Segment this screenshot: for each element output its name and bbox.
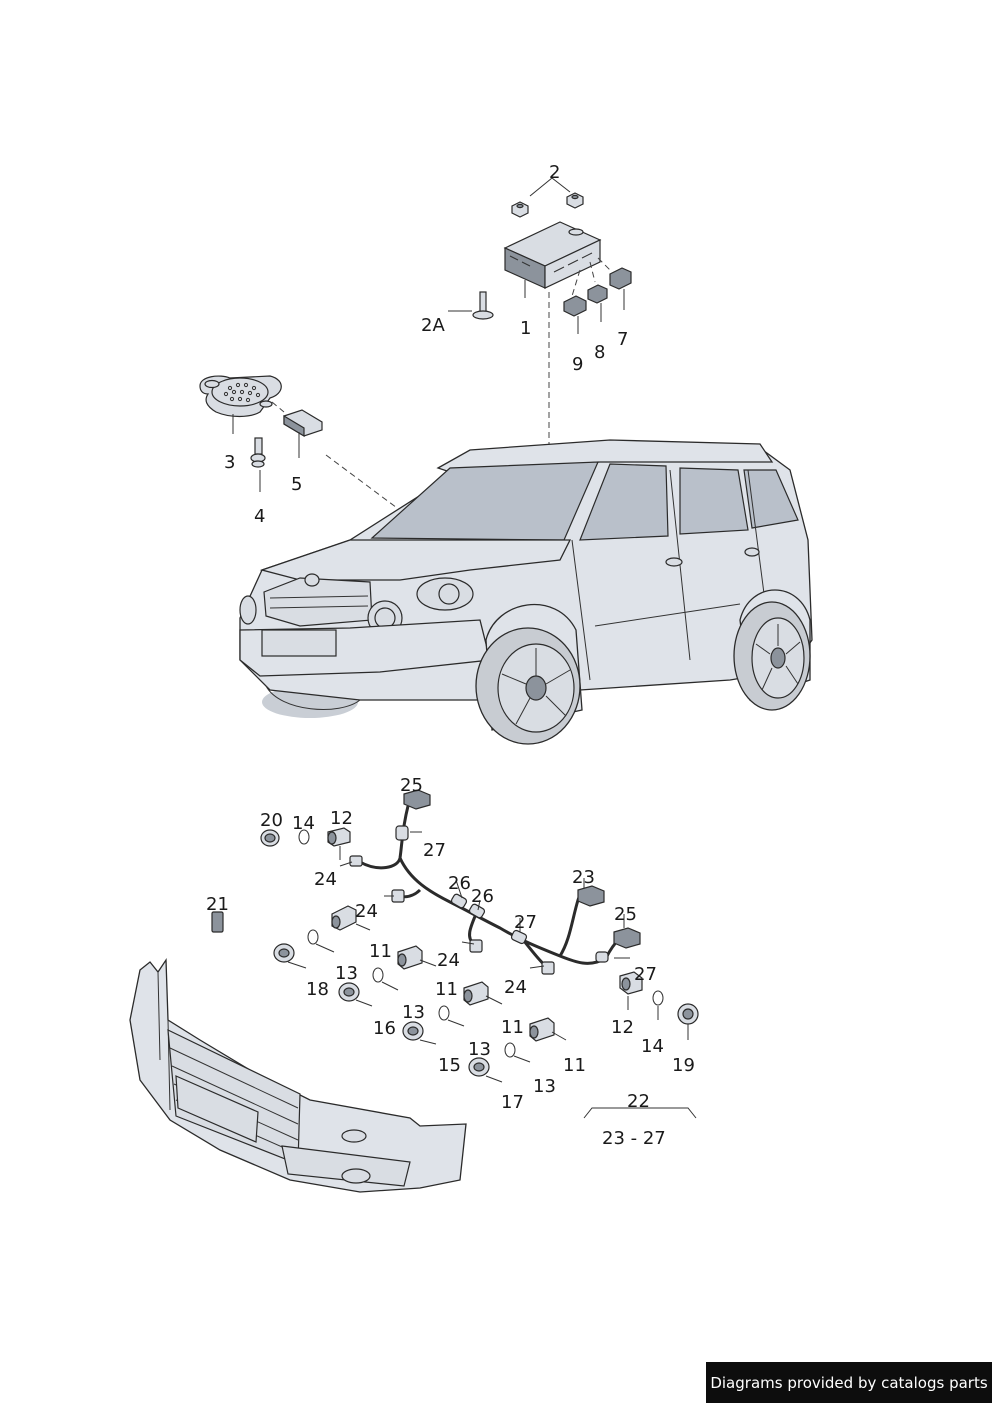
callout-14-right: 14 (641, 1036, 664, 1057)
control-unit (503, 221, 602, 289)
callout-25-right: 25 (614, 904, 637, 925)
callout-13-c: 13 (468, 1039, 491, 1060)
callout-14-top: 14 (292, 813, 315, 834)
callout-11-a: 11 (369, 941, 392, 962)
screw-3 (250, 437, 266, 468)
callout-13-a: 13 (335, 963, 358, 984)
front-wheel (475, 603, 583, 745)
callout-11-b: 11 (435, 979, 458, 1000)
sensor-24-left (331, 905, 357, 931)
callout-25-top: 25 (400, 775, 423, 796)
credit-text: Diagrams provided by catalogs parts (710, 1373, 988, 1392)
callout-24-c: 24 (504, 977, 527, 998)
callout-12-top: 12 (330, 808, 353, 829)
callout-27-top: 27 (423, 840, 446, 861)
warning-buzzer (199, 375, 282, 418)
callout-1: 1 (520, 318, 531, 339)
callout-24-mid: 24 (355, 901, 378, 922)
callout-11-c: 11 (501, 1017, 524, 1038)
callout-19: 19 (672, 1055, 695, 1076)
callout-11-d: 11 (563, 1055, 586, 1076)
sensor-12-right (619, 971, 643, 995)
callout-16: 16 (373, 1018, 396, 1039)
callout-24-b: 24 (437, 950, 460, 971)
harness-connector-25-top (403, 789, 431, 810)
sensor-holder-18 (273, 943, 295, 963)
ring-14-top (298, 829, 310, 845)
callout-2a: 2A (421, 315, 445, 336)
callout-13-d: 13 (533, 1076, 556, 1097)
cap-21 (211, 911, 224, 933)
callout-24-top: 24 (314, 869, 337, 890)
callout-26-a: 26 (448, 873, 471, 894)
callout-12-right: 12 (611, 1017, 634, 1038)
credit-banner: Diagrams provided by catalogs parts (706, 1362, 992, 1403)
bolt-2a (472, 291, 494, 320)
callout-labels: 2 2A 1 7 8 9 3 5 4 25 20 14 12 27 24 26 … (206, 162, 695, 1149)
vehicle-illustration (239, 439, 813, 745)
callout-17: 17 (501, 1092, 524, 1113)
sensor-holder-19 (677, 1003, 699, 1025)
buzzer-group (199, 375, 441, 541)
callout-27-right: 27 (634, 964, 657, 985)
control-unit-group (448, 177, 632, 500)
callout-3: 3 (224, 452, 235, 473)
callout-9: 9 (572, 354, 583, 375)
sensor-11-c (529, 1017, 555, 1042)
sensor-holder-16 (338, 982, 360, 1002)
callout-8: 8 (594, 342, 605, 363)
callout-23: 23 (572, 867, 595, 888)
callout-7: 7 (617, 329, 628, 350)
sensor-12-top (327, 827, 351, 847)
connector-8 (587, 284, 608, 322)
harness-connector-25-right (613, 927, 641, 949)
callout-15: 15 (438, 1055, 461, 1076)
sensor-11-b (463, 981, 489, 1006)
rear-wheel (733, 589, 811, 711)
sensors (211, 827, 699, 1083)
sensor-holder-20 (260, 829, 280, 847)
harness-connector-23 (577, 885, 605, 907)
callout-22: 22 (627, 1091, 650, 1112)
wiring-harness (339, 789, 641, 975)
callout-2: 2 (549, 162, 560, 183)
group-bracket-22 (583, 1107, 697, 1119)
connector-9 (563, 295, 587, 334)
callout-20: 20 (260, 810, 283, 831)
callout-18: 18 (306, 979, 329, 1000)
nut-left (511, 201, 529, 218)
callout-13-b: 13 (402, 1002, 425, 1023)
nut-right (566, 192, 584, 209)
callout-27-mid: 27 (514, 912, 537, 933)
callout-23-27: 23 - 27 (602, 1128, 666, 1149)
front-bumper-illustration (129, 957, 467, 1193)
sensor-11-a (397, 945, 423, 970)
callout-4: 4 (254, 506, 265, 527)
connector-7 (609, 267, 632, 310)
callout-21: 21 (206, 894, 229, 915)
callout-5: 5 (291, 474, 302, 495)
callout-26-b: 26 (471, 886, 494, 907)
sensor-holder-17 (468, 1057, 490, 1077)
buzzer-connector-5 (283, 409, 323, 438)
sensor-holder-15 (402, 1021, 424, 1041)
